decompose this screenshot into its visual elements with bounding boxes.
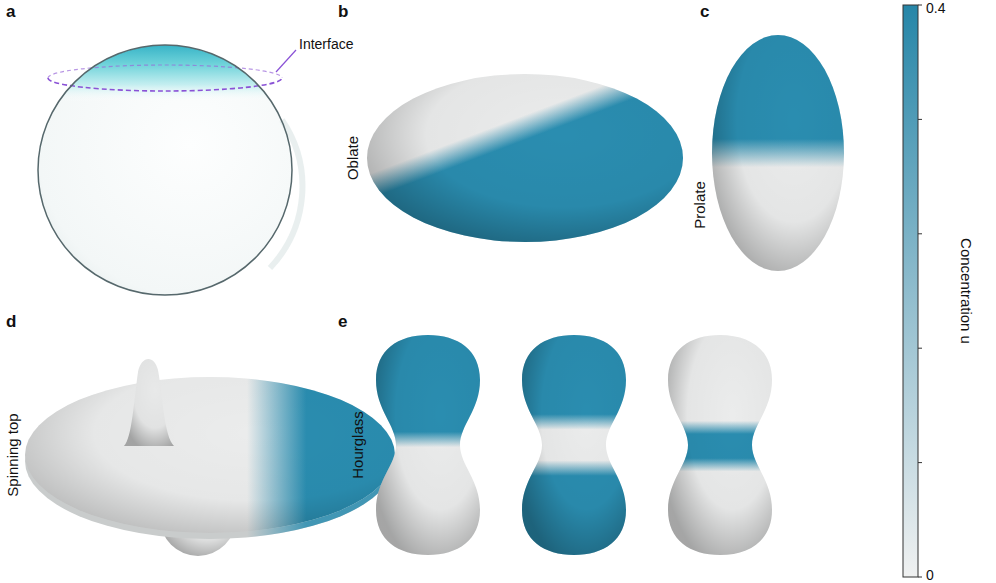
shape-label: Spinning top bbox=[4, 413, 21, 496]
leader-line bbox=[276, 50, 296, 72]
hourglass-figure bbox=[376, 335, 772, 555]
panel-letter: a bbox=[6, 2, 15, 22]
panel-letter: d bbox=[6, 312, 16, 332]
shape-label: Oblate bbox=[344, 136, 361, 180]
shape-label: Hourglass bbox=[349, 411, 366, 479]
tick-label: 0.4 bbox=[926, 0, 945, 16]
shape-label: Prolate bbox=[691, 181, 708, 229]
sphere-figure bbox=[30, 40, 302, 295]
panel-letter: b bbox=[338, 2, 348, 22]
panel-letter: e bbox=[338, 312, 347, 332]
oblate-figure bbox=[367, 74, 683, 242]
spinning-top-figure bbox=[25, 359, 395, 556]
tick-label: 0 bbox=[926, 567, 934, 583]
colorbar bbox=[903, 5, 922, 577]
prolate-figure bbox=[712, 35, 844, 271]
interface-label: Interface bbox=[299, 36, 353, 52]
panel-letter: c bbox=[700, 2, 709, 22]
axis-title: Concentration u bbox=[957, 238, 974, 344]
